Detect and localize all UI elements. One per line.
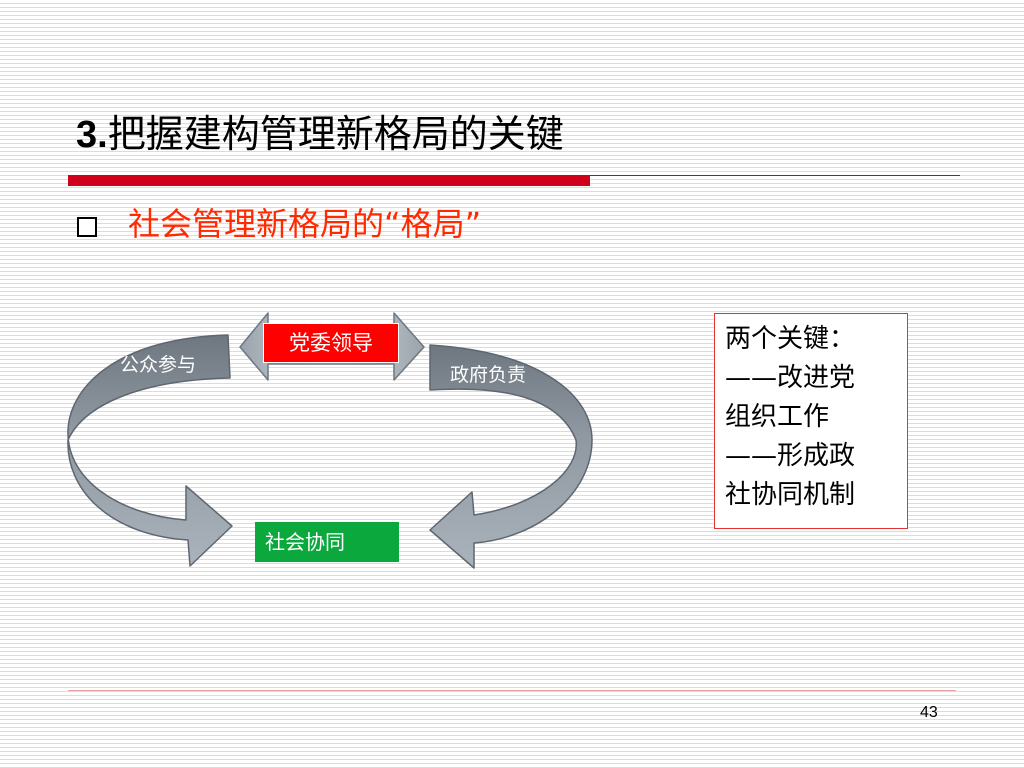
key-points-line: 两个关键： xyxy=(725,324,856,354)
key-points-line: 组织工作 xyxy=(725,402,830,432)
key-points-line: ——改进党 xyxy=(725,363,856,393)
cycle-arrow-left-icon xyxy=(67,334,233,567)
cycle-label-left: 公众参与 xyxy=(120,354,197,376)
key-points-line: 社协同机制 xyxy=(725,480,856,510)
slide-title-text: 把握建构管理新格局的关键 xyxy=(107,112,564,156)
square-bullet-icon xyxy=(77,217,97,237)
footer-divider xyxy=(68,690,956,691)
key-points-line: ——形成政 xyxy=(725,441,856,471)
title-underline-thin xyxy=(590,175,960,176)
slide-title-number: 3. xyxy=(76,114,108,156)
title-underline-thick xyxy=(68,175,590,186)
cycle-arrow-right-icon xyxy=(429,344,593,569)
slide-title: 3.把握建构管理新格局的关键 xyxy=(76,112,564,159)
cycle-node-top: 党委领导 xyxy=(263,323,399,363)
cycle-label-right: 政府负责 xyxy=(450,364,527,386)
cycle-node-bottom: 社会协同 xyxy=(255,522,399,562)
bullet-heading: 社会管理新格局的“格局” xyxy=(128,205,482,243)
key-points-box: 两个关键： ——改进党 组织工作 ——形成政 社协同机制 xyxy=(714,313,908,529)
page-number: 43 xyxy=(920,704,938,721)
